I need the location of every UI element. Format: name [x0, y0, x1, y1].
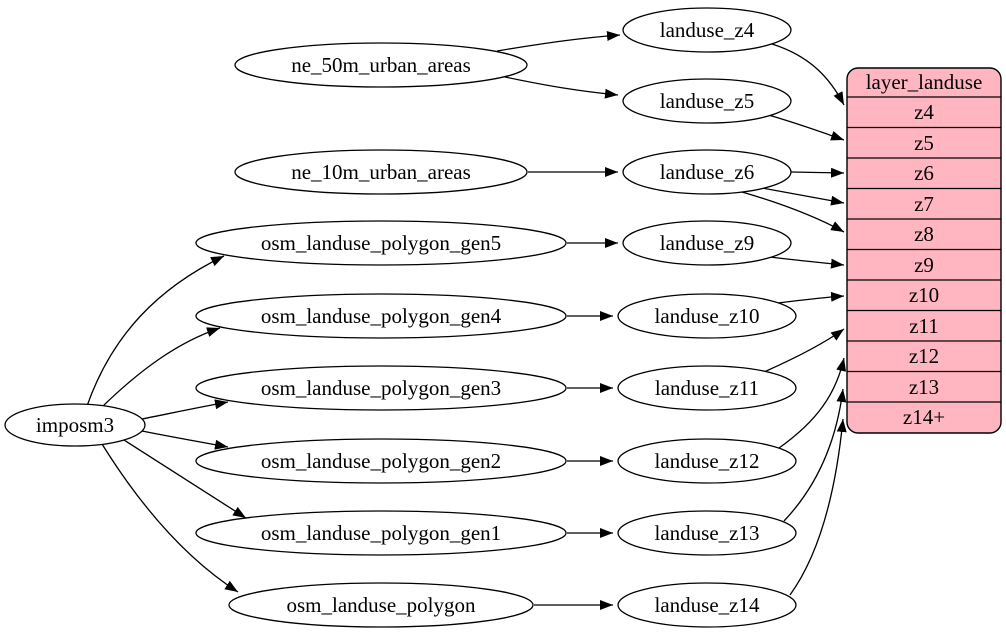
node-landuse-z4: landuse_z4 — [622, 7, 792, 53]
node-landuse-z13-label: landuse_z13 — [655, 521, 760, 545]
edge-imposm3-to-osm-landuse-polygon-gen5 — [86, 255, 225, 407]
table-row-z5: z5 — [914, 131, 934, 155]
edge-imposm3-to-osm-landuse-polygon-gen3 — [141, 399, 229, 420]
node-ne-50m-urban-areas: ne_50m_urban_areas — [234, 42, 528, 88]
node-landuse-z6-label: landuse_z6 — [660, 160, 754, 184]
node-osm-landuse-polygon-label: osm_landuse_polygon — [287, 593, 476, 617]
node-ne-50m-urban-areas-label: ne_50m_urban_areas — [291, 53, 471, 77]
node-landuse-z4-label: landuse_z4 — [660, 18, 755, 42]
layer-landuse-table-title: layer_landuse — [866, 70, 983, 94]
edge-landuse-z12-to-row-z12 — [778, 357, 847, 449]
node-landuse-z5: landuse_z5 — [622, 78, 792, 124]
node-osm-landuse-polygon-gen5: osm_landuse_polygon_gen5 — [195, 220, 567, 266]
table-row-z8: z8 — [914, 222, 934, 246]
table-row-z11: z11 — [909, 314, 939, 338]
edge-landuse-z6-to-row-z7 — [761, 187, 845, 206]
node-osm-landuse-polygon-gen4: osm_landuse_polygon_gen4 — [195, 293, 567, 339]
edge-landuse-z6-to-row-z6 — [790, 167, 845, 178]
node-landuse-z14-label: landuse_z14 — [655, 593, 760, 617]
node-landuse-z9: landuse_z9 — [622, 220, 792, 266]
table-row-z12: z12 — [909, 344, 939, 368]
node-landuse-z10: landuse_z10 — [617, 293, 797, 339]
node-landuse-z11-label: landuse_z11 — [655, 376, 759, 400]
node-osm-landuse-polygon-gen3-label: osm_landuse_polygon_gen3 — [261, 376, 501, 400]
node-osm-landuse-polygon: osm_landuse_polygon — [228, 582, 534, 628]
edge-landuse-z10-to-row-z10 — [777, 291, 845, 304]
edge-landuse-z13-to-row-z13 — [783, 388, 847, 522]
layer-landuse-table-background — [846, 67, 1002, 434]
node-landuse-z11: landuse_z11 — [617, 365, 797, 411]
edge-landuse-z4-to-row-z4 — [771, 43, 845, 106]
table-row-z10: z10 — [909, 283, 939, 307]
edge-landuse-z14-to-row-z14plus — [789, 418, 847, 596]
node-ne-10m-urban-areas: ne_10m_urban_areas — [234, 149, 528, 195]
node-osm-landuse-polygon-gen1-label: osm_landuse_polygon_gen1 — [261, 521, 501, 545]
node-landuse-z10-label: landuse_z10 — [655, 304, 760, 328]
edge-imposm3-to-osm-landuse-polygon-gen4 — [101, 327, 221, 408]
table-row-z6: z6 — [914, 161, 934, 185]
edge-imposm3-to-osm-landuse-polygon-gen2 — [141, 430, 229, 450]
edge-imposm3-to-osm-landuse-polygon — [101, 443, 239, 593]
edge-landuse-z9-to-row-z9 — [769, 256, 845, 269]
edge-imposm3-to-osm-landuse-polygon-gen1 — [123, 439, 247, 519]
node-osm-landuse-polygon-gen2: osm_landuse_polygon_gen2 — [195, 438, 567, 484]
node-osm-landuse-polygon-gen5-label: osm_landuse_polygon_gen5 — [261, 231, 501, 255]
node-osm-landuse-polygon-gen1: osm_landuse_polygon_gen1 — [195, 510, 567, 556]
table-row-z4: z4 — [914, 100, 934, 124]
node-landuse-z9-label: landuse_z9 — [660, 231, 754, 255]
edge-landuse-z11-to-row-z11 — [763, 328, 845, 373]
node-osm-landuse-polygon-gen2-label: osm_landuse_polygon_gen2 — [261, 449, 501, 473]
table-row-z14plus: z14+ — [903, 405, 945, 429]
node-layer-landuse-table: layer_landuse z4 z5 z6 z7 z8 z9 z10 z11 … — [846, 67, 1002, 434]
edge-landuse-z6-to-row-z8 — [741, 191, 845, 233]
edge-ne-50m-urban-areas-to-landuse-z4 — [496, 30, 621, 52]
node-osm-landuse-polygon-gen3: osm_landuse_polygon_gen3 — [195, 365, 567, 411]
node-landuse-z6: landuse_z6 — [622, 149, 792, 195]
node-landuse-z12-label: landuse_z12 — [655, 449, 760, 473]
table-row-z13: z13 — [909, 375, 939, 399]
node-landuse-z13: landuse_z13 — [617, 510, 797, 556]
edge-group — [86, 30, 847, 610]
node-landuse-z14: landuse_z14 — [617, 582, 797, 628]
table-row-z7: z7 — [914, 192, 934, 216]
node-imposm3: imposm3 — [4, 403, 146, 447]
table-row-z9: z9 — [914, 253, 934, 277]
edge-landuse-z5-to-row-z5 — [764, 113, 845, 141]
node-imposm3-label: imposm3 — [36, 413, 114, 437]
node-landuse-z5-label: landuse_z5 — [660, 89, 754, 113]
node-osm-landuse-polygon-gen4-label: osm_landuse_polygon_gen4 — [261, 304, 502, 328]
node-ne-10m-urban-areas-label: ne_10m_urban_areas — [291, 160, 471, 184]
node-landuse-z12: landuse_z12 — [617, 438, 797, 484]
edge-ne-50m-urban-areas-to-landuse-z5 — [504, 76, 619, 99]
